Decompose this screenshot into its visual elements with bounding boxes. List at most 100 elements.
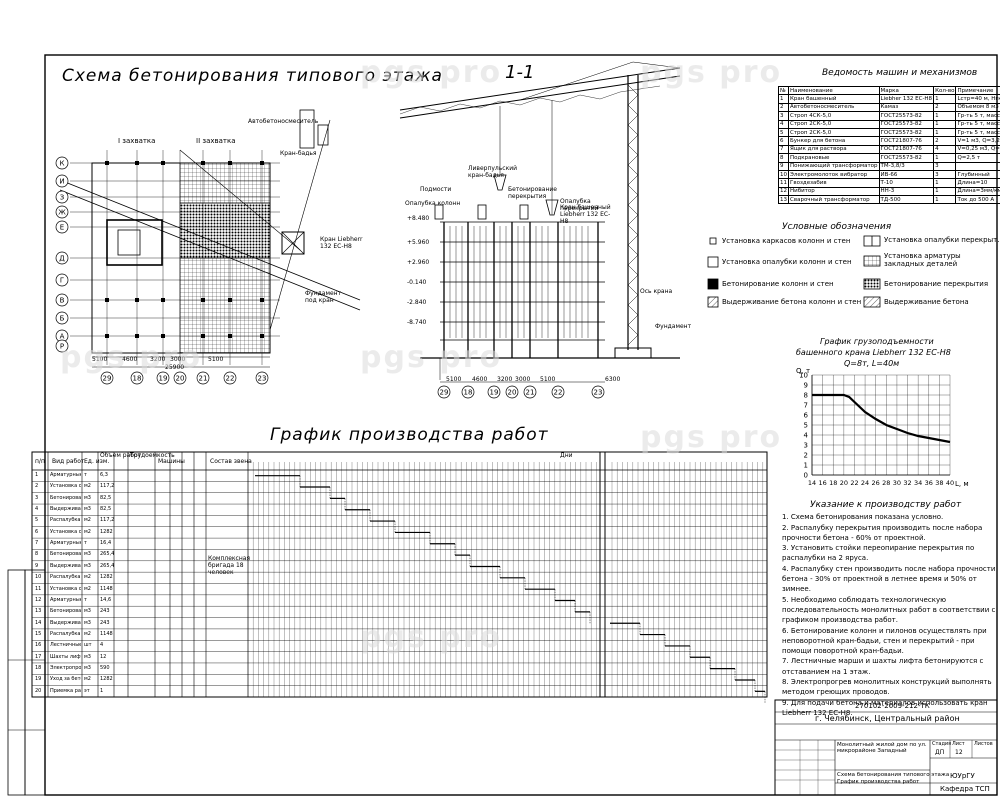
stamp-object: Монолитный жилой дом по ул. микрорайоне … — [837, 742, 927, 754]
sec-dim-5: 5100 — [540, 376, 556, 383]
x-tick-label: 36 — [925, 479, 933, 487]
work-notes: Указание к производству работ 1. Схема б… — [782, 500, 997, 718]
floor-plan — [59, 109, 361, 368]
legend-item: Установка каркасов колонн и стен — [722, 237, 851, 245]
svg-text:Ж: Ж — [58, 209, 66, 217]
machines-cell: 3 — [933, 169, 957, 180]
x-tick-label: 24 — [861, 479, 869, 487]
stamp-stage: ДП — [935, 749, 945, 756]
plan-axis-bubble: 19 — [156, 371, 170, 385]
sec-dim-3: 3200 — [497, 376, 513, 383]
x-tick-label: 32 — [903, 479, 911, 487]
schedule-cell: 15 — [35, 630, 42, 637]
machines-cell: 1 — [933, 186, 957, 197]
plan-axis-bubble: 20 — [173, 371, 187, 385]
section-axis-bubble: 29 — [437, 385, 451, 399]
machines-cell: 1 — [933, 119, 957, 129]
machines-cell: 2 — [933, 102, 957, 113]
stamp-sheet: 12 — [955, 749, 963, 756]
plan-dim-1: 5100 — [92, 356, 108, 363]
svg-text:А: А — [60, 333, 65, 341]
schedule-cell: 11 — [35, 585, 42, 592]
x-tick-label: 34 — [914, 479, 922, 487]
machines-cell: 6 — [778, 136, 789, 146]
legend-title: Условные обозначения — [782, 222, 892, 232]
schedule-cell: Выдерживание бетона — [50, 506, 81, 513]
schedule-cell: 13 — [35, 608, 42, 615]
machines-cell: Кран башенный — [788, 94, 880, 104]
load-graph-title-3: Q=8т, L=40м — [844, 359, 900, 368]
load-curve — [812, 393, 951, 444]
machines-cell: НН-3 — [878, 186, 935, 197]
watermark: pgs pro — [360, 620, 503, 655]
x-tick-label: 38 — [935, 479, 943, 487]
machines-cell: ГОСТ25573-82 — [878, 119, 935, 129]
machines-cell: V=1 м3, Q=3,2т — [955, 136, 1000, 146]
sched-header-unit: Ед. изм. — [84, 458, 110, 465]
sched-header-days: Дни — [560, 452, 573, 459]
schedule-cell: м2 — [84, 483, 91, 490]
x-tick-label: 30 — [893, 479, 901, 487]
note-item: 9. Для подачи бетона и материалов исполь… — [782, 698, 988, 717]
schedule-cell: 243 — [100, 608, 110, 615]
machines-cell: ИВ-66 — [878, 169, 935, 180]
stamp-org-2: Кафедра ТСП — [940, 785, 990, 793]
svg-text:Е: Е — [60, 224, 64, 232]
schedule-cell: 2 — [35, 483, 39, 490]
schedule-cell: 18 — [35, 664, 42, 671]
plan-axis-bubble: 29 — [100, 371, 114, 385]
y-tick-label: 0 — [804, 472, 808, 480]
schedule-cell: м3 — [84, 653, 91, 660]
machines-cell: Длина=3мм/км — [955, 186, 1000, 197]
note-item: 6. Бетонирование колонн и пилонов осущес… — [782, 626, 987, 656]
plan-dim-3: 3200 — [150, 356, 166, 363]
machines-cell: Т-10 — [878, 178, 935, 188]
machines-header-cell: Примечание — [955, 85, 1000, 96]
schedule-cell: 16,4 — [100, 540, 112, 547]
crew-note: Комплексная бригада 18 человек — [208, 555, 251, 576]
watermark: pgs pro — [640, 55, 783, 90]
schedule-cell: 7 — [35, 540, 39, 547]
grip2-label: II захватка — [196, 137, 236, 145]
stamp-city: г. Челябинск, Центральный район — [815, 714, 960, 723]
schedule-cell: 117,2 — [100, 517, 115, 524]
machines-cell: 4 — [933, 144, 957, 155]
section-title: 1-1 — [505, 62, 535, 83]
machines-cell: ГОСТ25573-82 — [878, 111, 935, 121]
machines-cell: 1 — [933, 94, 957, 104]
section-1-1 — [399, 61, 681, 383]
x-tick-label: 18 — [829, 479, 837, 487]
schedule-grid — [31, 451, 768, 703]
schedule-cell: Выдерживание бетона стен — [50, 619, 81, 626]
schedule-cell: т — [84, 540, 87, 547]
sec-level-4: -0.140 — [407, 279, 427, 286]
section-axis-bubble: 19 — [487, 385, 501, 399]
machines-cell: 1 — [778, 94, 789, 104]
schedule-cell: 265,4 — [100, 562, 115, 569]
title-block — [774, 699, 998, 796]
machines-header-cell: Марка — [878, 85, 935, 96]
x-tick-label: 28 — [882, 479, 890, 487]
schedule-cell: Шахты лифта — [50, 653, 81, 660]
sec-level-6: -8.740 — [407, 319, 427, 326]
schedule-cell: 10 — [35, 574, 42, 581]
svg-text:19: 19 — [490, 389, 499, 397]
sec-level-3: +2.960 — [407, 259, 430, 266]
plan-axis-bubble: Г — [55, 273, 69, 287]
machines-table: № Наименование Марка Кол-во Примечание 1… — [778, 85, 1000, 205]
svg-text:21: 21 — [199, 375, 208, 383]
machines-cell: Строп 2СК-5,0 — [788, 119, 880, 129]
machines-cell: Liebher 132 EC-H8 — [878, 94, 935, 104]
x-tick-label: 16 — [818, 479, 826, 487]
legend-item: Установка опалубки колонн и стен — [722, 258, 852, 266]
machines-cell: Автобетоносмеситель — [788, 102, 880, 113]
schedule-cell: 12 — [100, 653, 107, 660]
machines-cell: 5 — [778, 127, 789, 138]
plan-axis-bubble: 23 — [255, 371, 269, 385]
